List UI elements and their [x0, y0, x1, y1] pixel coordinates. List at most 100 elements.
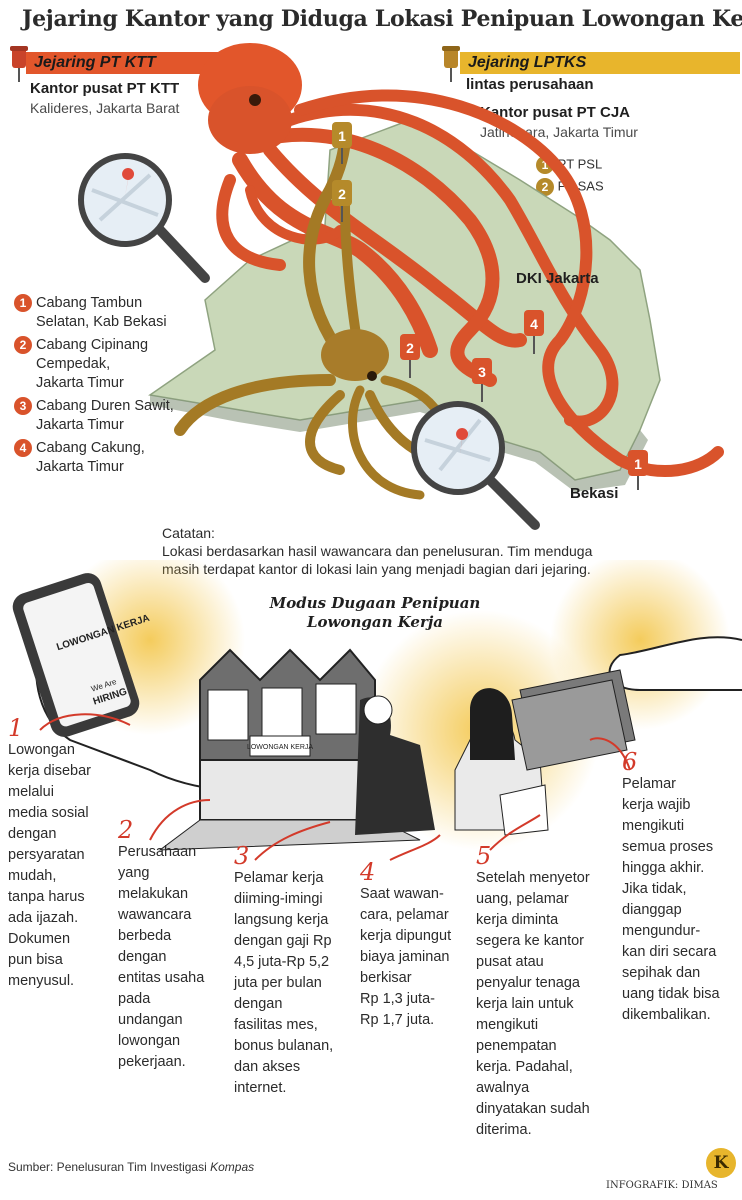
step-line: semua proses — [622, 839, 714, 855]
branch-number-badge: 4 — [14, 439, 32, 458]
building-sign-text: LOWONGAN KERJA — [247, 744, 313, 751]
map-pin: 2 — [332, 180, 352, 222]
step-line: yang — [118, 865, 150, 881]
step-line: pekerjaan. — [118, 1054, 186, 1070]
step-line: dengan gaji Rp — [234, 933, 332, 949]
lptks-network-label: Jejaring LPTKS — [460, 52, 740, 74]
step-line: fasilitas mes, — [234, 1017, 318, 1033]
branch-line: Cabang Tambun — [36, 295, 143, 311]
step-line: dengan — [234, 996, 283, 1012]
company-name: PT PSL — [557, 156, 603, 172]
step-line: mengikuti — [622, 818, 685, 834]
lptks-network-sub: lintas perusahaan — [466, 76, 594, 93]
lptks-hq-label: Kantor pusat PT CJA — [480, 104, 631, 121]
step-line: berbeda — [118, 928, 172, 944]
map-label-bekasi: Bekasi — [570, 485, 619, 502]
step-text: Pelamar kerja wajib mengikuti semua pros… — [622, 774, 738, 1026]
step-line: Saat wawan- — [360, 886, 444, 902]
magnifier-icon — [411, 401, 540, 530]
step-line: Perusahaan — [118, 844, 197, 860]
interview-people-illustration — [355, 688, 549, 836]
step-line: melakukan — [118, 886, 189, 902]
step-line: dan akses — [234, 1059, 301, 1075]
step-line: dinyatakan sudah — [476, 1101, 590, 1117]
ktt-hq-label: Kantor pusat PT KTT — [30, 80, 180, 97]
step-line: dengan — [8, 826, 57, 842]
step-line: kerja wajib — [622, 797, 691, 813]
map-pin-number: 1 — [338, 128, 346, 144]
branch-line: Cabang Duren Sawit, — [36, 398, 174, 414]
step-line: bonus bulanan, — [234, 1038, 334, 1054]
kompas-logo-icon: K — [706, 1148, 736, 1178]
step-line: lowongan — [118, 1033, 181, 1049]
step-text: Perusahaan yang melakukan wawancara berb… — [118, 842, 236, 1073]
step-line: Jika tidak, — [622, 881, 687, 897]
branch-line: Cabang Cakung, — [36, 440, 145, 456]
ktt-hq-address: Kalideres, Jakarta Barat — [30, 100, 180, 116]
step-line: segera ke kantor — [476, 933, 585, 949]
step-line: dengan — [118, 949, 167, 965]
step-line: dianggap — [622, 902, 682, 918]
step-line: hingga akhir. — [622, 860, 705, 876]
step-1: 1 Lowongan kerja disebar melalui media s… — [8, 716, 126, 992]
step-line: mudah, — [8, 868, 57, 884]
step-line: Rp 1,3 juta- — [360, 991, 435, 1007]
step-line: kerja disebar — [8, 763, 92, 779]
step-line: penyalur tenaga — [476, 975, 580, 991]
note-heading: Catatan: — [162, 525, 215, 541]
map-pin: 1 — [332, 122, 352, 164]
step-line: mengundur- — [622, 923, 701, 939]
step-line: pun bisa — [8, 952, 63, 968]
step-line: pusat atau — [476, 954, 544, 970]
step-line: diiming-imingi — [234, 891, 323, 907]
step-line: melalui — [8, 784, 54, 800]
step-line: Pelamar kerja — [234, 870, 324, 886]
branch-line: Jakarta Timur — [36, 375, 124, 391]
map-shadow-edge — [150, 395, 648, 492]
step-4: 4 Saat wawan- cara, pelamar kerja dipung… — [360, 860, 476, 1031]
page-title: Jejaring Kantor yang Diduga Lokasi Penip… — [22, 6, 742, 32]
modus-illustration: LOWONGAN KERJA We Are HIRING LOWONGAN KE… — [12, 560, 742, 861]
step-line: mengikuti — [476, 1017, 539, 1033]
modus-title-line: Lowongan Kerja — [306, 613, 443, 631]
step-text: Saat wawan- cara, pelamar kerja dipungut… — [360, 884, 476, 1031]
map-pin: 2 — [400, 334, 420, 378]
step-number: 5 — [476, 842, 492, 870]
step-line: wawancara — [118, 907, 192, 923]
step-line: menyusul. — [8, 973, 75, 989]
step-line: media sosial — [8, 805, 89, 821]
step-2: 2 Perusahaan yang melakukan wawancara be… — [118, 818, 236, 1073]
map-pin: 4 — [524, 310, 544, 354]
map-pin: 3 — [472, 358, 492, 402]
branch-line: Cabang Cipinang — [36, 337, 149, 353]
step-text: Lowongan kerja disebar melalui media sos… — [8, 740, 126, 992]
lptks-pushpin-icon — [442, 46, 460, 82]
step-6: 6 Pelamar kerja wajib mengikuti semua pr… — [622, 750, 738, 1026]
step-number: 1 — [8, 714, 24, 742]
step-line: pada — [118, 991, 151, 1007]
step-line: entitas usaha — [118, 970, 205, 986]
step-number: 4 — [360, 858, 376, 886]
arrow-icon — [39, 713, 631, 861]
modus-title: Modus Dugaan Penipuan Lowongan Kerja — [240, 594, 510, 632]
step-line: langsung kerja — [234, 912, 329, 928]
source-text: Sumber: Penelusuran Tim Investigasi Komp… — [8, 1160, 254, 1174]
step-line: uang tidak bisa — [622, 986, 720, 1002]
step-line: 4,5 juta-Rp 5,2 — [234, 954, 330, 970]
branch-number-badge: 1 — [14, 294, 32, 313]
step-line: sepihak dan — [622, 965, 701, 981]
step-line: persyaratan — [8, 847, 85, 863]
money-hand-illustration — [511, 636, 742, 771]
step-number: 6 — [622, 748, 638, 776]
step-line: kerja dipungut — [360, 928, 452, 944]
source-prefix: Sumber: Penelusuran Tim Investigasi — [8, 1160, 211, 1174]
step-line: Rp 1,7 juta. — [360, 1012, 435, 1028]
step-line: Dokumen — [8, 931, 71, 947]
step-line: ada ijazah. — [8, 910, 79, 926]
step-text: Pelamar kerja diiming-imingi langsung ke… — [234, 868, 364, 1099]
office-building-illustration — [158, 648, 421, 851]
step-line: dikembalikan. — [622, 1007, 711, 1023]
step-line: Pelamar — [622, 776, 676, 792]
